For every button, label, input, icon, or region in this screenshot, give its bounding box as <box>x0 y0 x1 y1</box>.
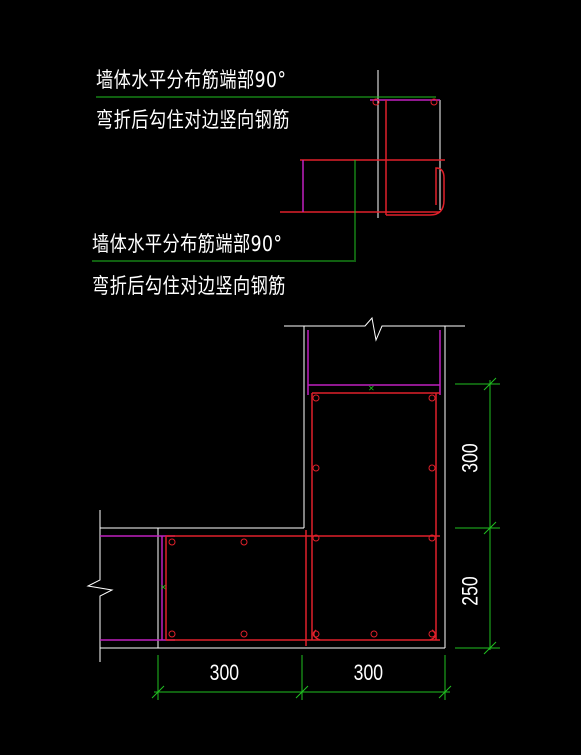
rebar-hook <box>386 167 445 216</box>
l-wall-section: ✕ ✕ <box>86 316 465 662</box>
annotation-upper-line1: 墙体水平分布筋端部90° <box>96 68 287 92</box>
annotation-lower-line2: 弯折后勾住对边竖向钢筋 <box>92 274 286 298</box>
rebar-hook <box>429 629 437 641</box>
dimension-lines <box>151 377 500 700</box>
dimension-horizontal-left: 300 <box>209 660 240 685</box>
rebar-dots <box>168 394 436 638</box>
dimension-vertical-upper: 300 <box>457 443 483 473</box>
dimension-vertical-lower: 250 <box>457 576 483 606</box>
marker: ✕ <box>368 384 375 393</box>
rebar-dot <box>430 98 438 106</box>
marker: ✕ <box>160 583 167 592</box>
rebar-dot <box>372 98 380 106</box>
dimension-horizontal-right: 300 <box>353 660 384 685</box>
rebar-hook <box>313 629 321 641</box>
annotation-upper-line2: 弯折后勾住对边竖向钢筋 <box>96 108 290 132</box>
break-line <box>284 316 465 342</box>
annotation-lower-line1: 墙体水平分布筋端部90° <box>92 232 283 256</box>
break-line <box>86 510 114 662</box>
hook-detail <box>280 70 445 260</box>
